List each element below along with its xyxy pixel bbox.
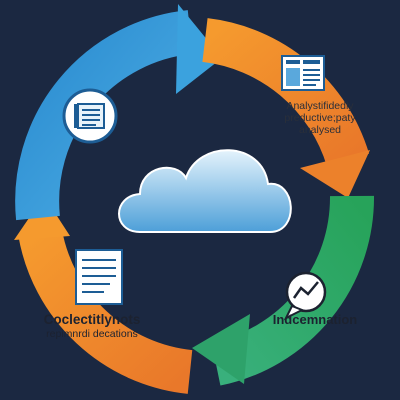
cloud-icon — [118, 149, 292, 233]
top-right-label-line1: Analystifidedly — [286, 100, 354, 112]
document-icon — [75, 249, 123, 305]
report-icon — [281, 55, 325, 91]
bottom-left-sublabel: repimnrdi decations — [46, 328, 138, 340]
document-list-icon — [62, 88, 118, 144]
top-right-label-line2: preductive;paty — [284, 112, 356, 124]
chat-graph-icon — [283, 271, 327, 321]
top-right-label: Analystifidedly preductive;paty analysed — [262, 100, 378, 136]
top-right-label-line3: analysed — [298, 124, 342, 136]
arrow-bottom-left — [14, 196, 193, 394]
bottom-right-label: Indcemnation — [272, 312, 358, 327]
bottom-left-label: Coclectitlynots — [43, 312, 141, 327]
